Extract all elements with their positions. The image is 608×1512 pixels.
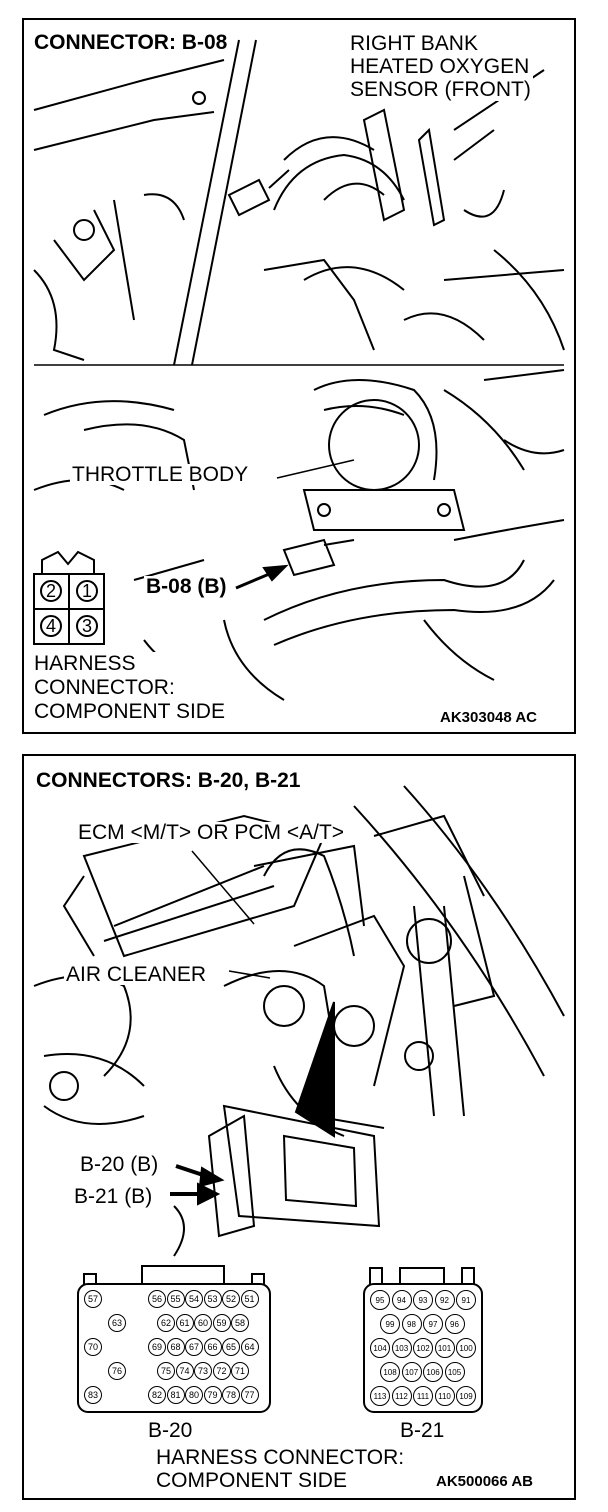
b20-pin: 80: [185, 1386, 203, 1404]
throttle-body-label: THROTTLE BODY: [70, 463, 251, 486]
b20-pin: 51: [240, 1290, 259, 1308]
air-cleaner-label: AIR CLEANER: [64, 963, 209, 986]
engine-bay-drawing-bottom: [33, 785, 565, 1413]
b20-pin: 67: [185, 1338, 203, 1356]
b20-pin: 74: [175, 1362, 194, 1380]
b21-pin: 100: [456, 1338, 476, 1358]
b20-pin: 66: [203, 1338, 222, 1356]
b21-pin: 103: [391, 1338, 412, 1358]
b21-pin: 109: [456, 1386, 476, 1406]
b20-pin: 61: [175, 1314, 194, 1332]
b20-pin: 52: [222, 1290, 240, 1308]
b20-pin: 79: [203, 1386, 222, 1404]
b21-pin: 104: [370, 1338, 390, 1358]
b21-label: B-21: [400, 1419, 445, 1442]
panel1-harness-label: HARNESS CONNECTOR: COMPONENT SIDE: [32, 652, 227, 724]
b21-pin: 95: [370, 1290, 390, 1310]
panel2-figure-code: AK500066 AB: [436, 1473, 533, 1490]
b21-pin: 98: [401, 1314, 422, 1334]
b20-pin: 60: [194, 1314, 212, 1332]
connector-b08-panel: CONNECTOR: B-08 RIGHT BANK HEATED OXYGEN…: [22, 18, 576, 734]
b21-pin: 96: [444, 1314, 465, 1334]
b20-pin: 59: [212, 1314, 231, 1332]
b08-connector-face: 2 1 4 3: [32, 550, 106, 646]
b21-pin: 110: [434, 1386, 455, 1406]
panel2-harness-label: HARNESS CONNECTOR: COMPONENT SIDE: [156, 1446, 405, 1492]
b21-callout: B-21 (B): [72, 1185, 155, 1208]
pin-4: 4: [40, 615, 62, 637]
b20-pin: 75: [157, 1362, 175, 1380]
b20-pin: 63: [108, 1314, 126, 1332]
b20-pin: 73: [194, 1362, 212, 1380]
b20-pin: 58: [231, 1314, 249, 1332]
b20-callout: B-20 (B): [78, 1153, 161, 1176]
b08-callout: B-08 (B): [144, 575, 229, 598]
b20-pin: 83: [84, 1386, 102, 1404]
b21-pin: 92: [434, 1290, 455, 1310]
b20-pin: 65: [222, 1338, 240, 1356]
b20-pin: 56: [148, 1290, 166, 1308]
b20-pin: 54: [185, 1290, 203, 1308]
panel1-header: CONNECTOR: B-08: [34, 31, 228, 54]
b21-pin: 106: [423, 1362, 443, 1382]
pin-1: 1: [76, 580, 98, 602]
b20-pin: 76: [108, 1362, 126, 1380]
b21-pin: 91: [456, 1290, 476, 1310]
b21-pin: 105: [444, 1362, 465, 1382]
b20-pin: 71: [231, 1362, 249, 1380]
connector-outline: [33, 550, 105, 645]
b21-pin: 97: [423, 1314, 443, 1334]
b21-pin: 99: [380, 1314, 400, 1334]
sensor-label: RIGHT BANK HEATED OXYGEN SENSOR (FRONT): [348, 32, 533, 101]
b20-pin: 81: [166, 1386, 185, 1404]
connectors-b20-b21-panel: CONNECTORS: B-20, B-21 ECM <M/T> OR PCM …: [22, 754, 576, 1500]
b21-pin: 108: [380, 1362, 400, 1382]
b20-pin: 68: [166, 1338, 185, 1356]
b20-pin: 69: [148, 1338, 166, 1356]
b20-pin: 82: [148, 1386, 166, 1404]
panel2-header: CONNECTORS: B-20, B-21: [36, 769, 301, 792]
b20-pin: 64: [240, 1338, 259, 1356]
b20-pin: 62: [157, 1314, 175, 1332]
b20-pin: 72: [212, 1362, 231, 1380]
b20-label: B-20: [148, 1419, 193, 1442]
b20-pin: 55: [166, 1290, 185, 1308]
b21-pin: 112: [391, 1386, 412, 1406]
pin-3: 3: [76, 615, 98, 637]
ecm-label: ECM <M/T> OR PCM <A/T>: [76, 821, 347, 844]
pin-2: 2: [40, 580, 62, 602]
b21-pin: 93: [413, 1290, 433, 1310]
b21-pin: 94: [391, 1290, 412, 1310]
b21-pin: 111: [413, 1386, 433, 1406]
panel1-figure-code: AK303048 AC: [438, 709, 539, 726]
b20-pin: 77: [240, 1386, 259, 1404]
b20-pin: 70: [84, 1338, 102, 1356]
b21-pin: 107: [401, 1362, 422, 1382]
b21-pin: 101: [434, 1338, 455, 1358]
b20-pin: 53: [203, 1290, 222, 1308]
engine-bay-drawing-top: [33, 39, 565, 701]
b20-pin: 57: [84, 1290, 102, 1308]
b20-pin: 78: [222, 1386, 240, 1404]
b21-pin: 102: [413, 1338, 433, 1358]
b21-pin: 113: [370, 1386, 390, 1406]
